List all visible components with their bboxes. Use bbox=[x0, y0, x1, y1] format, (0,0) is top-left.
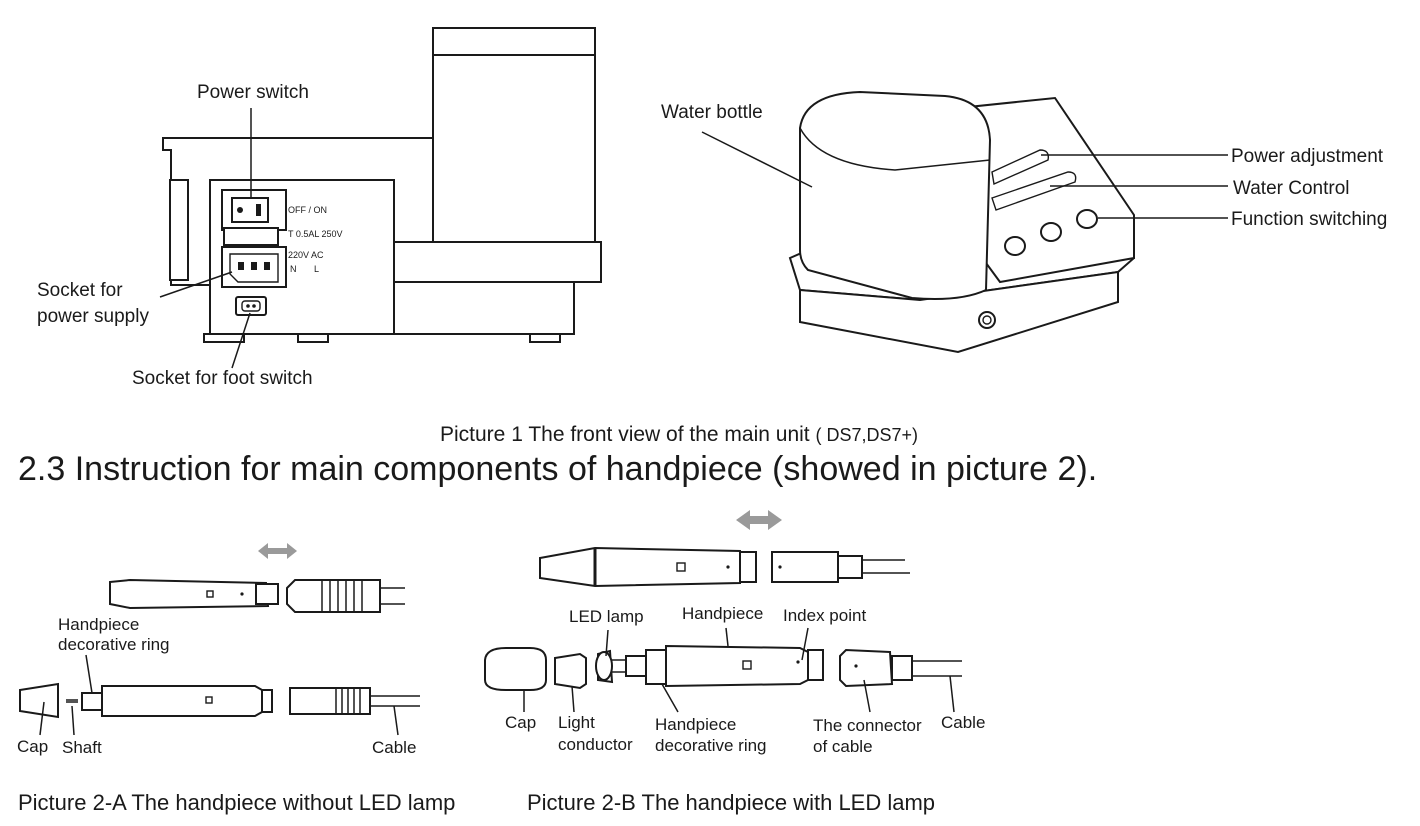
label-2b-light-line2: conductor bbox=[558, 735, 633, 754]
label-2b-handpiece: Handpiece bbox=[682, 604, 764, 623]
handpiece-without-led bbox=[19, 543, 420, 736]
label-water-control: Water Control bbox=[1233, 178, 1350, 199]
label-2a-cable: Cable bbox=[372, 738, 417, 757]
label-2b-led-lamp: LED lamp bbox=[569, 607, 644, 626]
label-function-switching: Function switching bbox=[1231, 209, 1388, 230]
label-power-adjustment: Power adjustment bbox=[1231, 146, 1384, 167]
panel-l: L bbox=[314, 264, 320, 274]
label-2a-ring-line1: Handpiece bbox=[58, 615, 140, 634]
label-2a-shaft: Shaft bbox=[62, 738, 102, 757]
slide-arrow-icon bbox=[258, 543, 297, 559]
label-2a-ring-line2: decorative ring bbox=[58, 635, 170, 654]
label-2a-cap: Cap bbox=[17, 737, 49, 756]
section-heading: 2.3 Instruction for main components of h… bbox=[18, 450, 1098, 488]
label-2b-cap: Cap bbox=[505, 713, 537, 732]
label-2b-cable: Cable bbox=[941, 713, 986, 732]
panel-voltage: 220V AC bbox=[288, 250, 324, 260]
main-unit-side-view bbox=[159, 27, 602, 369]
label-socket-power-line1: Socket for bbox=[37, 280, 123, 301]
label-power-switch: Power switch bbox=[197, 82, 309, 103]
handpiece-with-led bbox=[484, 510, 962, 713]
label-2b-connector-line2: of cable bbox=[813, 737, 873, 756]
panel-fuse: T 0.5AL 250V bbox=[288, 229, 343, 239]
label-2b-connector-line1: The connector bbox=[813, 716, 922, 735]
slide-arrow-icon bbox=[736, 510, 782, 530]
panel-n: N bbox=[290, 264, 297, 274]
caption-picture-1: Picture 1 The front view of the main uni… bbox=[440, 423, 919, 446]
caption-models: ( DS7,DS7+) bbox=[815, 425, 919, 445]
caption-picture-2a: Picture 2-A The handpiece without LED la… bbox=[18, 790, 456, 815]
caption-picture-2b: Picture 2-B The handpiece with LED lamp bbox=[527, 790, 936, 815]
label-2b-ring-line2: decorative ring bbox=[655, 736, 767, 755]
main-unit-isometric bbox=[701, 90, 1228, 354]
label-water-bottle: Water bottle bbox=[661, 102, 763, 123]
panel-off-on: OFF / ON bbox=[288, 205, 327, 215]
label-2b-light-line1: Light bbox=[558, 713, 595, 732]
label-socket-power-line2: power supply bbox=[37, 306, 149, 327]
label-2b-index-point: Index point bbox=[783, 606, 867, 625]
label-2b-ring-line1: Handpiece bbox=[655, 715, 737, 734]
label-socket-foot-switch: Socket for foot switch bbox=[132, 368, 313, 389]
